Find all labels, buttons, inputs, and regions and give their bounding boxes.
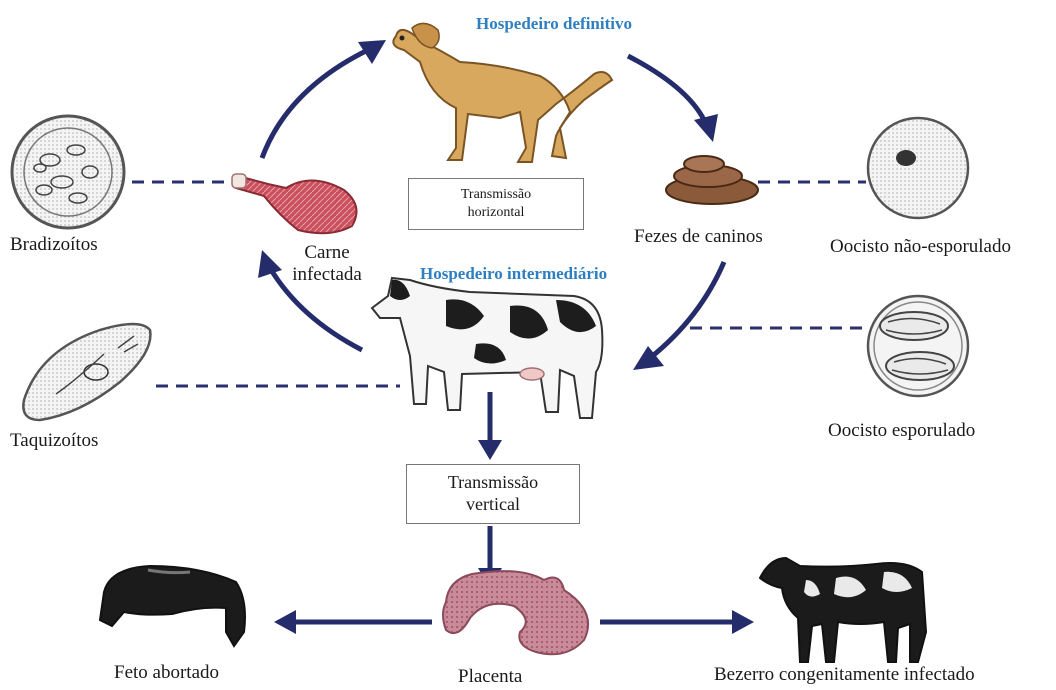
infected-calf-label: Bezerro congenitamente infectado [714, 664, 975, 686]
arrow-meat-to-dog [262, 40, 386, 158]
infected-meat-label-line2: infectada [282, 264, 372, 286]
unsporulated-oocyst-illustration [868, 118, 968, 218]
aborted-fetus-illustration [100, 566, 245, 646]
bradizoitos-label: Bradizoítos [10, 234, 98, 256]
bradizoitos-cyst-illustration [12, 116, 124, 228]
horizontal-transmission-box: Transmissão horizontal [408, 178, 584, 230]
sporulated-oocyst-label: Oocisto esporulado [828, 420, 975, 442]
aborted-fetus-label: Feto abortado [114, 662, 219, 684]
placenta-illustration [443, 571, 588, 654]
vertical-transmission-box: Transmissão vertical [406, 464, 580, 524]
intermediate-host-label: Hospedeiro intermediário [420, 264, 607, 284]
infected-meat-illustration [232, 174, 357, 233]
horizontal-transmission-line2: horizontal [409, 204, 583, 222]
infected-meat-label: Carne infectada [282, 242, 372, 286]
horizontal-transmission-line1: Transmissão [409, 186, 583, 204]
infected-meat-label-line1: Carne [282, 242, 372, 264]
vertical-transmission-line2: vertical [407, 493, 579, 515]
dog-illustration [393, 23, 612, 162]
dog-feces-label: Fezes de caninos [634, 226, 763, 248]
dog-feces-illustration [666, 156, 758, 204]
arrow-cow-to-vertical [478, 392, 502, 460]
arrow-placenta-to-fetus [274, 610, 432, 634]
definitive-host-label: Hospedeiro definitivo [476, 14, 632, 34]
arrow-feces-to-cow [633, 262, 724, 370]
taquizoitos-label: Taquizoítos [10, 430, 98, 452]
sporulated-oocyst-illustration [868, 296, 968, 396]
arrow-dog-to-feces [628, 56, 718, 142]
tachyzoite-illustration [23, 324, 150, 420]
placenta-label: Placenta [458, 666, 522, 688]
vertical-transmission-line1: Transmissão [407, 471, 579, 493]
arrow-placenta-to-calf [600, 610, 754, 634]
infected-calf-illustration [760, 558, 926, 662]
cow-illustration [372, 278, 602, 418]
unsporulated-oocyst-label: Oocisto não-esporulado [830, 236, 1011, 258]
